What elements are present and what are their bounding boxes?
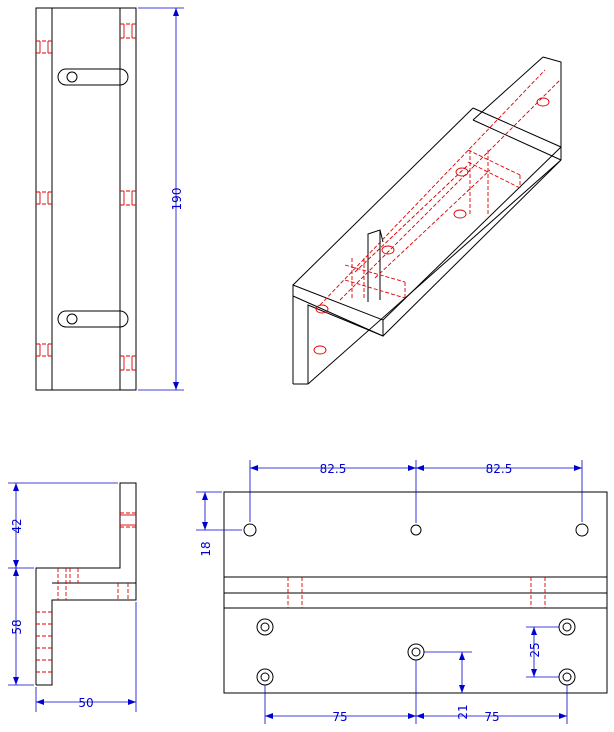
top-hidden <box>287 577 546 608</box>
iso-hidden-features <box>313 69 561 355</box>
dim-label-75-left: 75 <box>332 710 347 724</box>
top-view: 82.5 82.5 18 75 75 <box>196 460 608 724</box>
hole-lower-center <box>407 643 425 661</box>
dim-front-lower: 58 <box>8 568 34 686</box>
hidden-holes-left <box>36 40 52 357</box>
dim-label-25: 25 <box>528 642 542 657</box>
isometric-view <box>292 56 562 385</box>
hole-lower-left-top <box>256 618 274 636</box>
dim-label-82-5-right: 82.5 <box>486 462 513 476</box>
side-view: 190 <box>35 7 184 391</box>
hole-upper-left <box>243 523 257 537</box>
hole-lower-left-bottom <box>256 668 274 686</box>
dim-label-75-right: 75 <box>484 710 499 724</box>
dim-top-edge-offset: 18 <box>196 491 242 557</box>
dim-bottom-vertical: 21 <box>424 651 472 720</box>
dim-front-width: 50 <box>35 602 137 712</box>
front-hidden <box>36 512 136 673</box>
front-view: 42 58 50 <box>8 482 137 712</box>
dim-label-42: 42 <box>10 518 24 533</box>
slot-bottom <box>57 310 129 328</box>
dim-top-spacing: 82.5 82.5 <box>249 460 583 523</box>
hidden-holes-right <box>120 23 136 371</box>
dim-label-190: 190 <box>170 188 184 211</box>
hole-upper-right <box>575 523 589 537</box>
dim-label-18: 18 <box>199 541 213 556</box>
hole-lower-right-bottom <box>558 668 576 686</box>
dim-label-82-5-left: 82.5 <box>320 462 347 476</box>
dim-side-height: 190 <box>138 7 184 391</box>
hole-upper-center <box>410 524 422 536</box>
dim-label-21: 21 <box>456 704 470 719</box>
dim-right-vertical: 25 <box>526 626 559 678</box>
dim-label-58: 58 <box>10 619 24 634</box>
dim-label-50: 50 <box>78 696 93 710</box>
hole-lower-right-top <box>558 618 576 636</box>
slot-top <box>57 68 129 86</box>
dim-bottom-spacing: 75 75 <box>264 660 568 724</box>
dim-front-upper: 42 <box>8 482 118 569</box>
